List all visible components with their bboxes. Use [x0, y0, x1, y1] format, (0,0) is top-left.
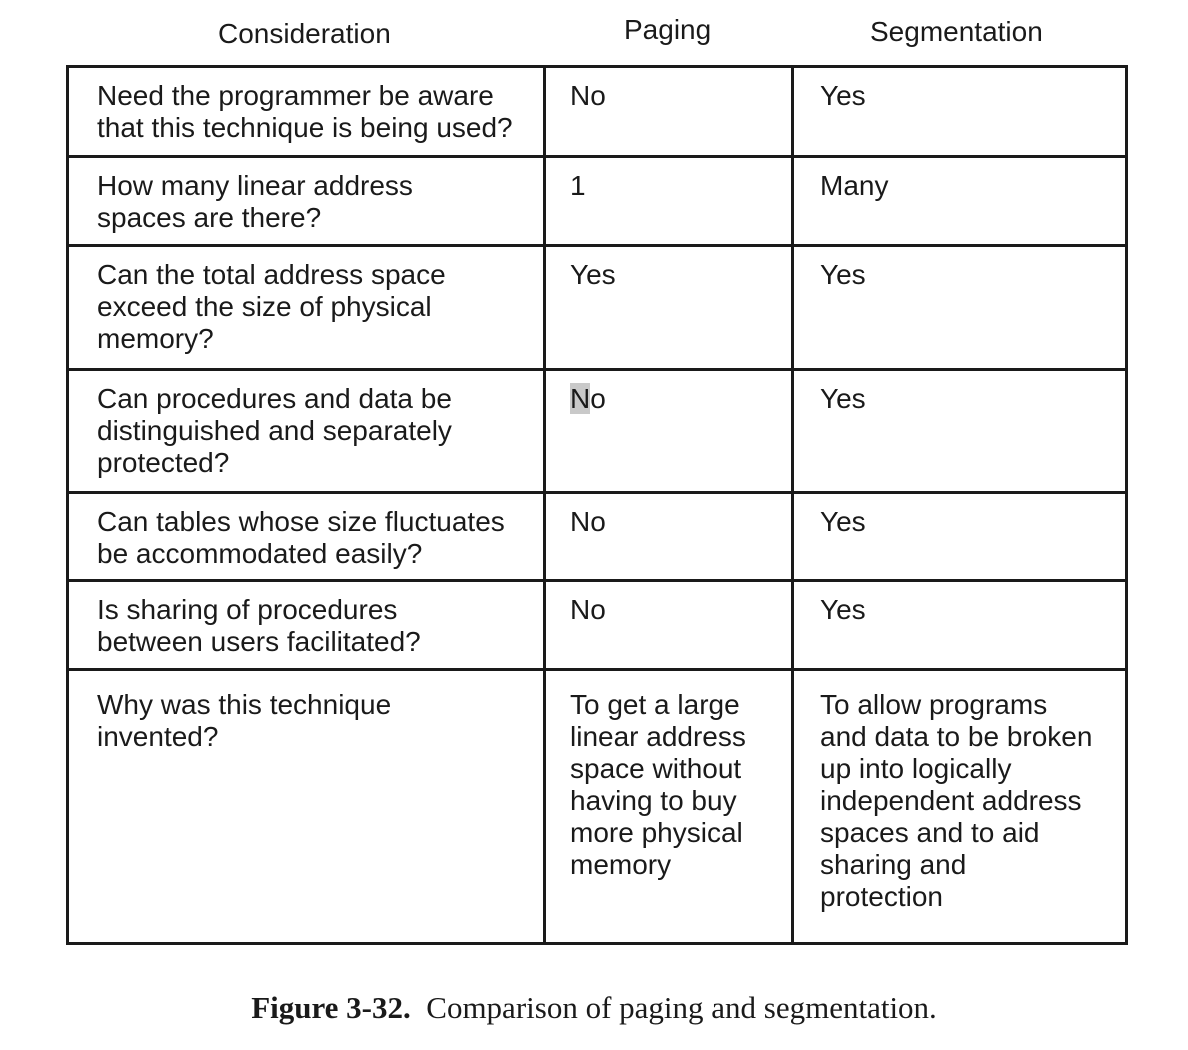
consideration-cell: Can tables whose size fluctuates be acco… [66, 491, 546, 582]
paging-cell: To get a large linear address space with… [543, 668, 794, 945]
consideration-cell: Need the programmer be aware that this t… [66, 65, 546, 158]
paging-text: No [570, 80, 606, 111]
paging-cell: Yes [543, 244, 794, 371]
consideration-cell: Why was this technique invented? [66, 668, 546, 945]
table-row: Is sharing of procedures between users f… [66, 579, 1128, 671]
consideration-text: Can procedures and data be distinguished… [97, 383, 452, 478]
segmentation-cell: Many [791, 155, 1128, 247]
paging-text-rest: o [590, 383, 606, 414]
column-header-segmentation: Segmentation [870, 16, 1043, 47]
table-row: Can the total address space exceed the s… [66, 244, 1128, 371]
caption-label: Figure 3-32. [251, 990, 411, 1025]
consideration-text: Can tables whose size fluctuates be acco… [97, 506, 505, 569]
consideration-text: Is sharing of procedures between users f… [97, 594, 421, 657]
paging-cell: No [543, 579, 794, 671]
consideration-cell: Can procedures and data be distinguished… [66, 368, 546, 494]
segmentation-cell: To allow programs and data to be broken … [791, 668, 1128, 945]
segmentation-text: Yes [820, 506, 866, 537]
table-row: How many linear address spaces are there… [66, 155, 1128, 247]
table-row: Can tables whose size fluctuates be acco… [66, 491, 1128, 582]
paging-text: No [570, 383, 781, 415]
segmentation-cell: Yes [791, 579, 1128, 671]
paging-text: 1 [570, 170, 586, 201]
paging-cell: 1 [543, 155, 794, 247]
consideration-cell: How many linear address spaces are there… [66, 155, 546, 247]
figure-caption: Figure 3-32. Comparison of paging and se… [0, 990, 1188, 1026]
paging-text: Yes [570, 259, 616, 290]
paging-text: No [570, 506, 606, 537]
segmentation-text: Yes [820, 80, 866, 111]
paging-cell: No [543, 368, 794, 494]
table-row: Can procedures and data be distinguished… [66, 368, 1128, 494]
paging-text: To get a large linear address space with… [570, 689, 746, 880]
segmentation-text: Many [820, 170, 889, 201]
consideration-cell: Can the total address space exceed the s… [66, 244, 546, 371]
consideration-cell: Is sharing of procedures between users f… [66, 579, 546, 671]
segmentation-cell: Yes [791, 491, 1128, 582]
table-row: Need the programmer be aware that this t… [66, 65, 1128, 158]
segmentation-text: Yes [820, 383, 866, 414]
consideration-text: Why was this technique invented? [97, 689, 392, 752]
column-header-consideration: Consideration [218, 18, 391, 49]
consideration-text: Need the programmer be aware that this t… [97, 80, 513, 143]
segmentation-cell: Yes [791, 244, 1128, 371]
comparison-table: Need the programmer be aware that this t… [66, 65, 1128, 945]
caption-text: Comparison of paging and segmentation. [426, 990, 937, 1025]
text-highlight: N [570, 383, 591, 414]
paging-cell: No [543, 65, 794, 158]
paging-text: No [570, 594, 606, 625]
table-row: Why was this technique invented? To get … [66, 668, 1128, 945]
segmentation-cell: Yes [791, 65, 1128, 158]
segmentation-text: To allow programs and data to be broken … [820, 689, 1093, 912]
consideration-text: Can the total address space exceed the s… [97, 259, 446, 354]
column-header-paging: Paging [624, 14, 712, 45]
segmentation-cell: Yes [791, 368, 1128, 494]
paging-cell: No [543, 491, 794, 582]
segmentation-text: Yes [820, 259, 866, 290]
consideration-text: How many linear address spaces are there… [97, 170, 413, 233]
segmentation-text: Yes [820, 594, 866, 625]
